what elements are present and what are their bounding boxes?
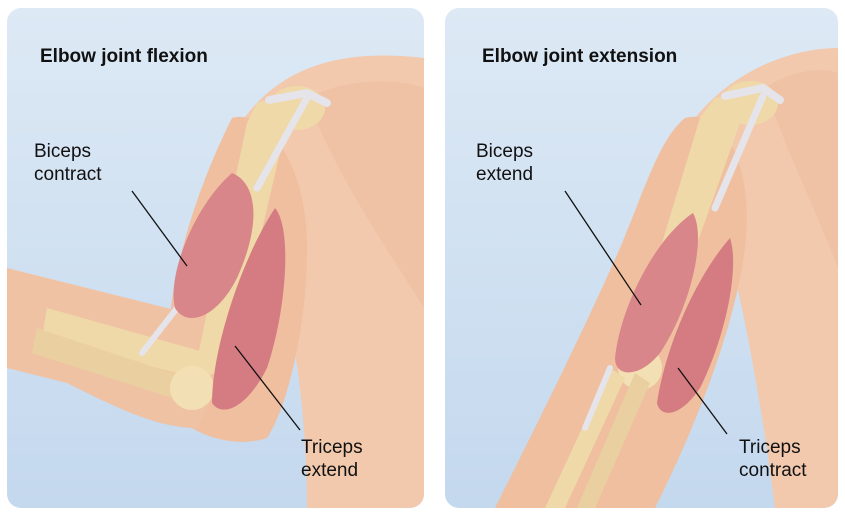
biceps-label: Biceps extend xyxy=(476,140,533,186)
biceps-pointer-line xyxy=(132,191,187,266)
extension-panel: Elbow joint extension Biceps extend Tric… xyxy=(445,8,838,508)
flexion-panel: Elbow joint flexion Biceps contract Tric… xyxy=(7,8,424,508)
triceps-label-line1: Triceps xyxy=(739,436,807,459)
biceps-label-line1: Biceps xyxy=(476,140,533,163)
triceps-label: Triceps contract xyxy=(739,436,807,482)
biceps-label-line2: extend xyxy=(476,163,533,186)
biceps-label-line2: contract xyxy=(34,163,102,186)
triceps-label-line2: extend xyxy=(301,459,363,482)
triceps-label-line1: Triceps xyxy=(301,436,363,459)
straight-arm-illustration xyxy=(445,8,838,508)
panel-title: Elbow joint extension xyxy=(482,46,677,68)
elbow-joint xyxy=(170,366,214,410)
triceps-label: Triceps extend xyxy=(301,436,363,482)
bent-arm-illustration xyxy=(7,8,424,508)
biceps-label: Biceps contract xyxy=(34,140,102,186)
triceps-label-line2: contract xyxy=(739,459,807,482)
panel-title: Elbow joint flexion xyxy=(40,46,208,68)
biceps-label-line1: Biceps xyxy=(34,140,102,163)
